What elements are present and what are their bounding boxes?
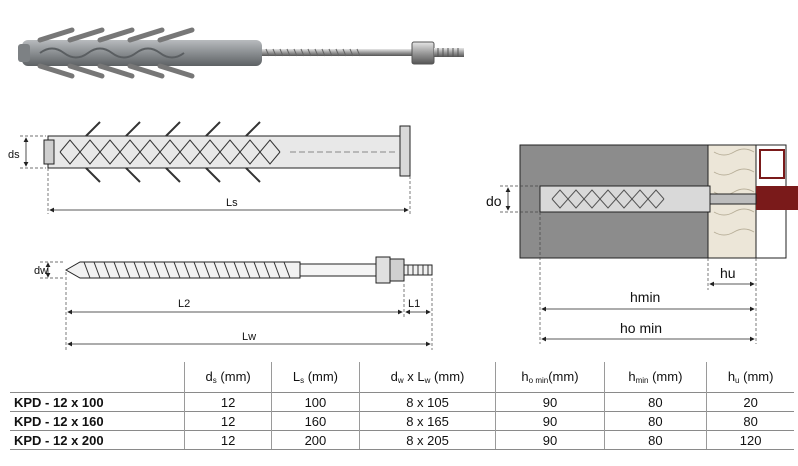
cell-hu: 20 (706, 392, 794, 412)
table-header-row: ds (mm) Ls (mm) dw x Lw (mm) ho min(mm) … (10, 362, 794, 393)
header-ds: ds (mm) (183, 362, 272, 393)
cell-hu: 80 (706, 411, 794, 431)
cell-homin: 90 (495, 392, 605, 412)
label-l2: L2 (178, 298, 190, 310)
screw-drawing (40, 256, 433, 350)
cell-ls: 200 (271, 430, 360, 450)
label-ds: ds (8, 149, 20, 161)
cell-model: KPD - 12 x 200 (10, 430, 185, 450)
cell-hmin: 80 (603, 392, 707, 412)
technical-drawings: ds Ls dw L2 L1 Lw (8, 27, 798, 350)
table-row: KPD - 12 x 200 12 200 8 x 205 90 80 120 (10, 430, 794, 450)
table-row: KPD - 12 x 100 12 100 8 x 105 90 80 20 (10, 392, 794, 412)
cell-hmin: 80 (603, 411, 707, 431)
label-ls: Ls (226, 197, 238, 209)
anchor-sleeve-drawing (20, 121, 411, 214)
label-l1: L1 (408, 298, 420, 310)
anchor-photo (18, 27, 464, 79)
header-homin: ho min(mm) (495, 362, 605, 393)
installation-section (500, 144, 798, 344)
label-hmin: hmin (630, 289, 660, 305)
label-hu: hu (720, 265, 736, 281)
cell-ds: 12 (183, 392, 272, 412)
header-dwlw: dw x Lw (mm) (358, 362, 496, 393)
header-hmin: hmin (mm) (603, 362, 707, 393)
label-homin: ho min (620, 320, 662, 336)
cell-homin: 90 (495, 430, 605, 450)
cell-hu: 120 (706, 430, 794, 450)
cell-ls: 100 (271, 392, 360, 412)
cell-dwlw: 8 x 105 (358, 392, 496, 412)
label-dw: dw (34, 265, 48, 277)
cell-ds: 12 (183, 411, 272, 431)
cell-ds: 12 (183, 430, 272, 450)
cell-hmin: 80 (603, 430, 707, 450)
cell-homin: 90 (495, 411, 605, 431)
cell-dwlw: 8 x 205 (358, 430, 496, 450)
table-row: KPD - 12 x 160 12 160 8 x 165 90 80 80 (10, 411, 794, 431)
cell-dwlw: 8 x 165 (358, 411, 496, 431)
label-lw: Lw (242, 331, 256, 343)
spec-table: ds (mm) Ls (mm) dw x Lw (mm) ho min(mm) … (10, 362, 794, 450)
cell-model: KPD - 12 x 100 (10, 392, 185, 412)
header-hu: hu (mm) (706, 362, 794, 393)
header-ls: Ls (mm) (271, 362, 360, 393)
label-do: do (486, 193, 502, 209)
cell-model: KPD - 12 x 160 (10, 411, 185, 431)
cell-ls: 160 (271, 411, 360, 431)
header-model (10, 362, 185, 393)
